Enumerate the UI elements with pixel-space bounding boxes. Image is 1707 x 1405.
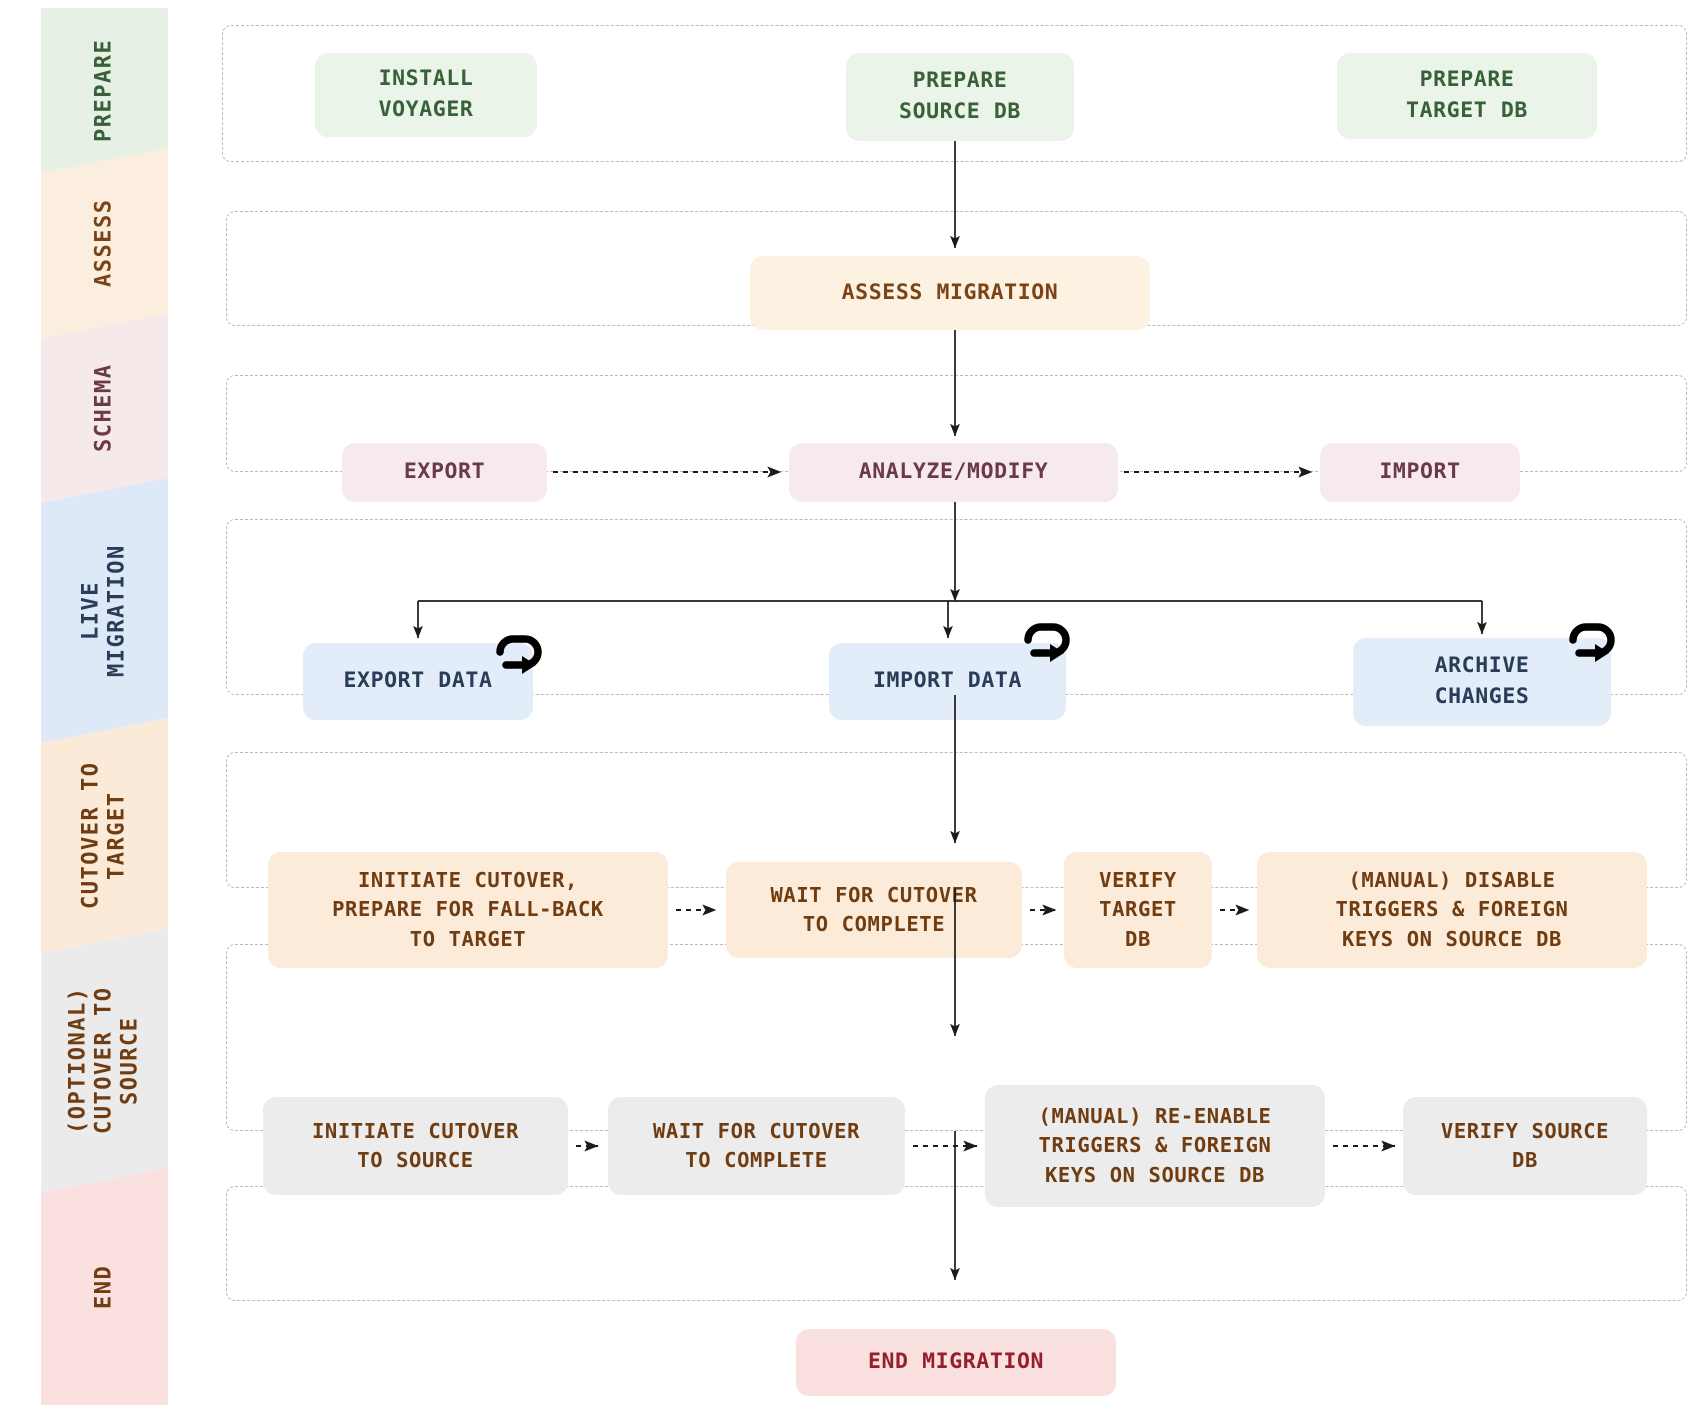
rail-label-optional-cutover-to-source: (OPTIONAL) CUTOVER TO SOURCE bbox=[65, 986, 143, 1135]
rail-band-assess-shape bbox=[41, 148, 168, 338]
rail-label-cutover-to-target: CUTOVER TO TARGET bbox=[78, 761, 130, 910]
rail-band-end: END bbox=[41, 1168, 168, 1405]
node-wait-for-cutover-target[interactable]: WAIT FOR CUTOVER TO COMPLETE bbox=[726, 862, 1022, 958]
rail-band-optional-cutover-to-source: (OPTIONAL) CUTOVER TO SOURCE bbox=[41, 928, 168, 1193]
rail-band-end-shape bbox=[41, 1168, 168, 1405]
node-import-data[interactable]: IMPORT DATA bbox=[829, 643, 1066, 720]
node-verify-target-db[interactable]: VERIFY TARGET DB bbox=[1064, 852, 1212, 968]
rail-band-assess: ASSESS bbox=[41, 148, 168, 338]
node-prepare-source-db[interactable]: PREPARE SOURCE DB bbox=[846, 53, 1074, 141]
node-assess-migration[interactable]: ASSESS MIGRATION bbox=[750, 256, 1150, 330]
node-install-voyager[interactable]: INSTALL VOYAGER bbox=[315, 53, 537, 137]
node-end-migration[interactable]: END MIGRATION bbox=[796, 1329, 1116, 1396]
phase-rail: PREPARE ASSESS SCHEMA bbox=[41, 0, 168, 1405]
node-reenable-triggers-source[interactable]: (MANUAL) RE-ENABLE TRIGGERS & FOREIGN KE… bbox=[985, 1085, 1325, 1207]
node-archive-changes[interactable]: ARCHIVE CHANGES bbox=[1353, 638, 1611, 726]
node-export-data[interactable]: EXPORT DATA bbox=[303, 643, 533, 720]
node-disable-triggers-source[interactable]: (MANUAL) DISABLE TRIGGERS & FOREIGN KEYS… bbox=[1257, 852, 1647, 968]
rail-band-live-migration-shape bbox=[41, 478, 168, 743]
rail-band-prepare: PREPARE bbox=[41, 8, 168, 173]
rail-label-end: END bbox=[91, 1264, 117, 1309]
rail-band-optional-cutover-to-source-shape bbox=[41, 928, 168, 1193]
node-schema-import[interactable]: IMPORT bbox=[1320, 443, 1520, 502]
rail-label-schema: SCHEMA bbox=[91, 363, 117, 453]
rail-label-assess: ASSESS bbox=[91, 198, 117, 288]
node-wait-for-cutover-source[interactable]: WAIT FOR CUTOVER TO COMPLETE bbox=[608, 1097, 905, 1195]
rail-band-live-migration: LIVE MIGRATION bbox=[41, 478, 168, 743]
rail-band-cutover-to-target: CUTOVER TO TARGET bbox=[41, 718, 168, 953]
rail-band-prepare-shape bbox=[41, 8, 168, 173]
node-schema-analyze-modify[interactable]: ANALYZE/MODIFY bbox=[789, 443, 1118, 502]
node-prepare-target-db[interactable]: PREPARE TARGET DB bbox=[1337, 53, 1597, 139]
rail-band-cutover-to-target-shape bbox=[41, 718, 168, 953]
node-initiate-cutover-to-target[interactable]: INITIATE CUTOVER, PREPARE FOR FALL-BACK … bbox=[268, 852, 668, 968]
node-verify-source-db[interactable]: VERIFY SOURCE DB bbox=[1403, 1097, 1647, 1195]
rail-label-live-migration: LIVE MIGRATION bbox=[78, 544, 130, 677]
node-schema-export[interactable]: EXPORT bbox=[342, 443, 547, 502]
rail-band-schema-shape bbox=[41, 313, 168, 503]
group-end bbox=[226, 1186, 1687, 1301]
rail-band-schema: SCHEMA bbox=[41, 313, 168, 503]
node-initiate-cutover-to-source[interactable]: INITIATE CUTOVER TO SOURCE bbox=[263, 1097, 568, 1195]
